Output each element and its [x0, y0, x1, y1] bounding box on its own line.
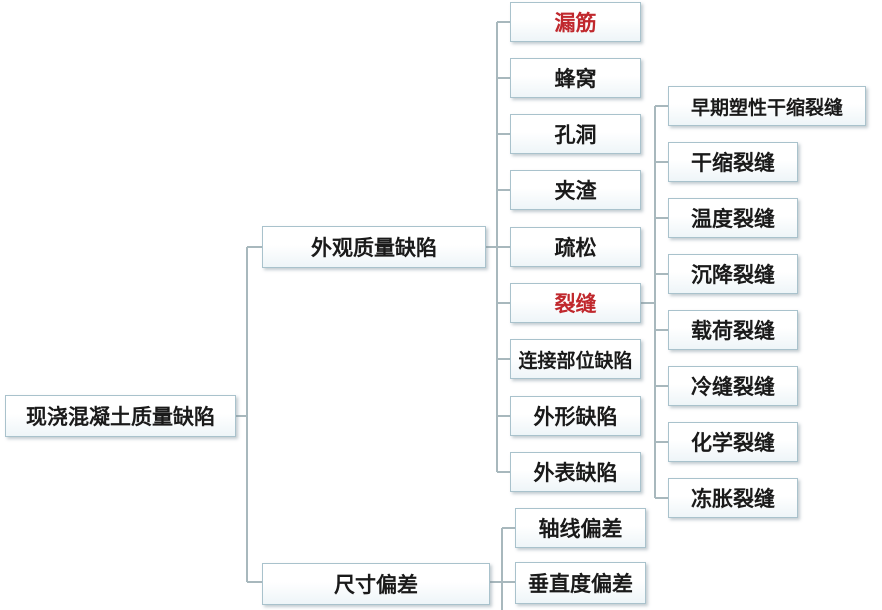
node-load-crack: 载荷裂缝: [668, 310, 798, 350]
node-looseness: 疏松: [510, 227, 641, 267]
node-joint-defect: 连接部位缺陷: [510, 339, 641, 379]
node-hole: 孔洞: [510, 114, 641, 154]
node-exposed-rebar: 漏筋: [510, 2, 641, 42]
node-honeycomb: 蜂窝: [510, 58, 641, 98]
node-early-plastic-shrinkage-crack: 早期塑性干缩裂缝: [668, 86, 866, 126]
node-surface-defect: 外表缺陷: [510, 452, 641, 492]
node-frost-heave-crack: 冻胀裂缝: [668, 478, 798, 518]
node-crack: 裂缝: [510, 283, 641, 323]
node-axis-deviation: 轴线偏差: [515, 508, 646, 548]
node-slag-inclusion: 夹渣: [510, 170, 641, 210]
node-dimension-deviation: 尺寸偏差: [262, 563, 490, 605]
node-chemical-crack: 化学裂缝: [668, 422, 798, 462]
node-settlement-crack: 沉降裂缝: [668, 254, 798, 294]
node-cold-joint-crack: 冷缝裂缝: [668, 366, 798, 406]
node-verticality-deviation: 垂直度偏差: [515, 562, 646, 604]
node-temperature-crack: 温度裂缝: [668, 198, 798, 238]
node-shape-defect: 外形缺陷: [510, 396, 641, 436]
node-appearance-defects: 外观质量缺陷: [262, 226, 486, 268]
root-node: 现浇混凝土质量缺陷: [5, 395, 236, 437]
node-shrinkage-crack: 干缩裂缝: [668, 142, 798, 182]
